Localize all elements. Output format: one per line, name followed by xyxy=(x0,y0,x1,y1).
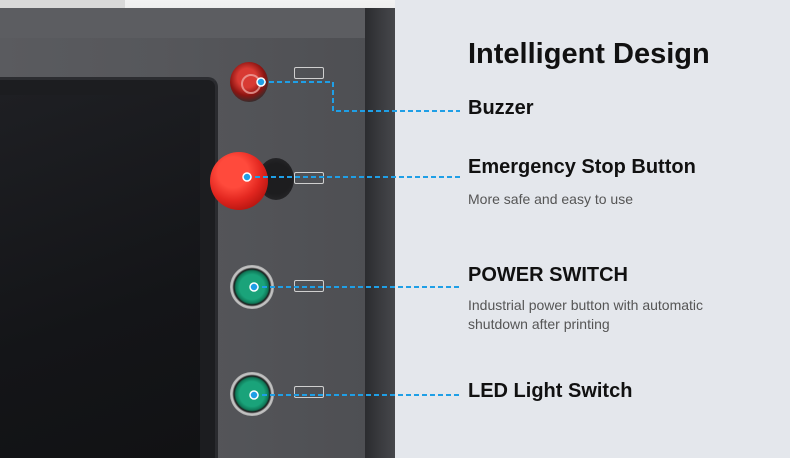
emergency-stop-button-icon xyxy=(210,152,268,210)
display-screen-glass xyxy=(0,95,200,458)
label-plate xyxy=(294,386,324,398)
callout-dot xyxy=(256,77,266,87)
page-title: Intelligent Design xyxy=(468,38,710,70)
text-background xyxy=(395,0,790,458)
panel-top-edge xyxy=(0,8,395,38)
feature-title-buzzer: Buzzer xyxy=(468,97,534,119)
feature-title-emergency-stop: Emergency Stop Button xyxy=(468,156,696,178)
callout-dot xyxy=(242,172,252,182)
feature-desc-emergency-stop: More safe and easy to use xyxy=(468,191,633,207)
callout-dot xyxy=(249,390,259,400)
buzzer-callout-line xyxy=(261,81,460,112)
panel-side-edge xyxy=(365,8,395,458)
feature-title-power-switch: POWER SWITCH xyxy=(468,264,628,286)
feature-desc-power-switch: Industrial power button with automatic s… xyxy=(468,297,704,332)
label-plate xyxy=(294,67,324,79)
callout-dot xyxy=(249,282,259,292)
feature-title-led-switch: LED Light Switch xyxy=(468,380,633,402)
